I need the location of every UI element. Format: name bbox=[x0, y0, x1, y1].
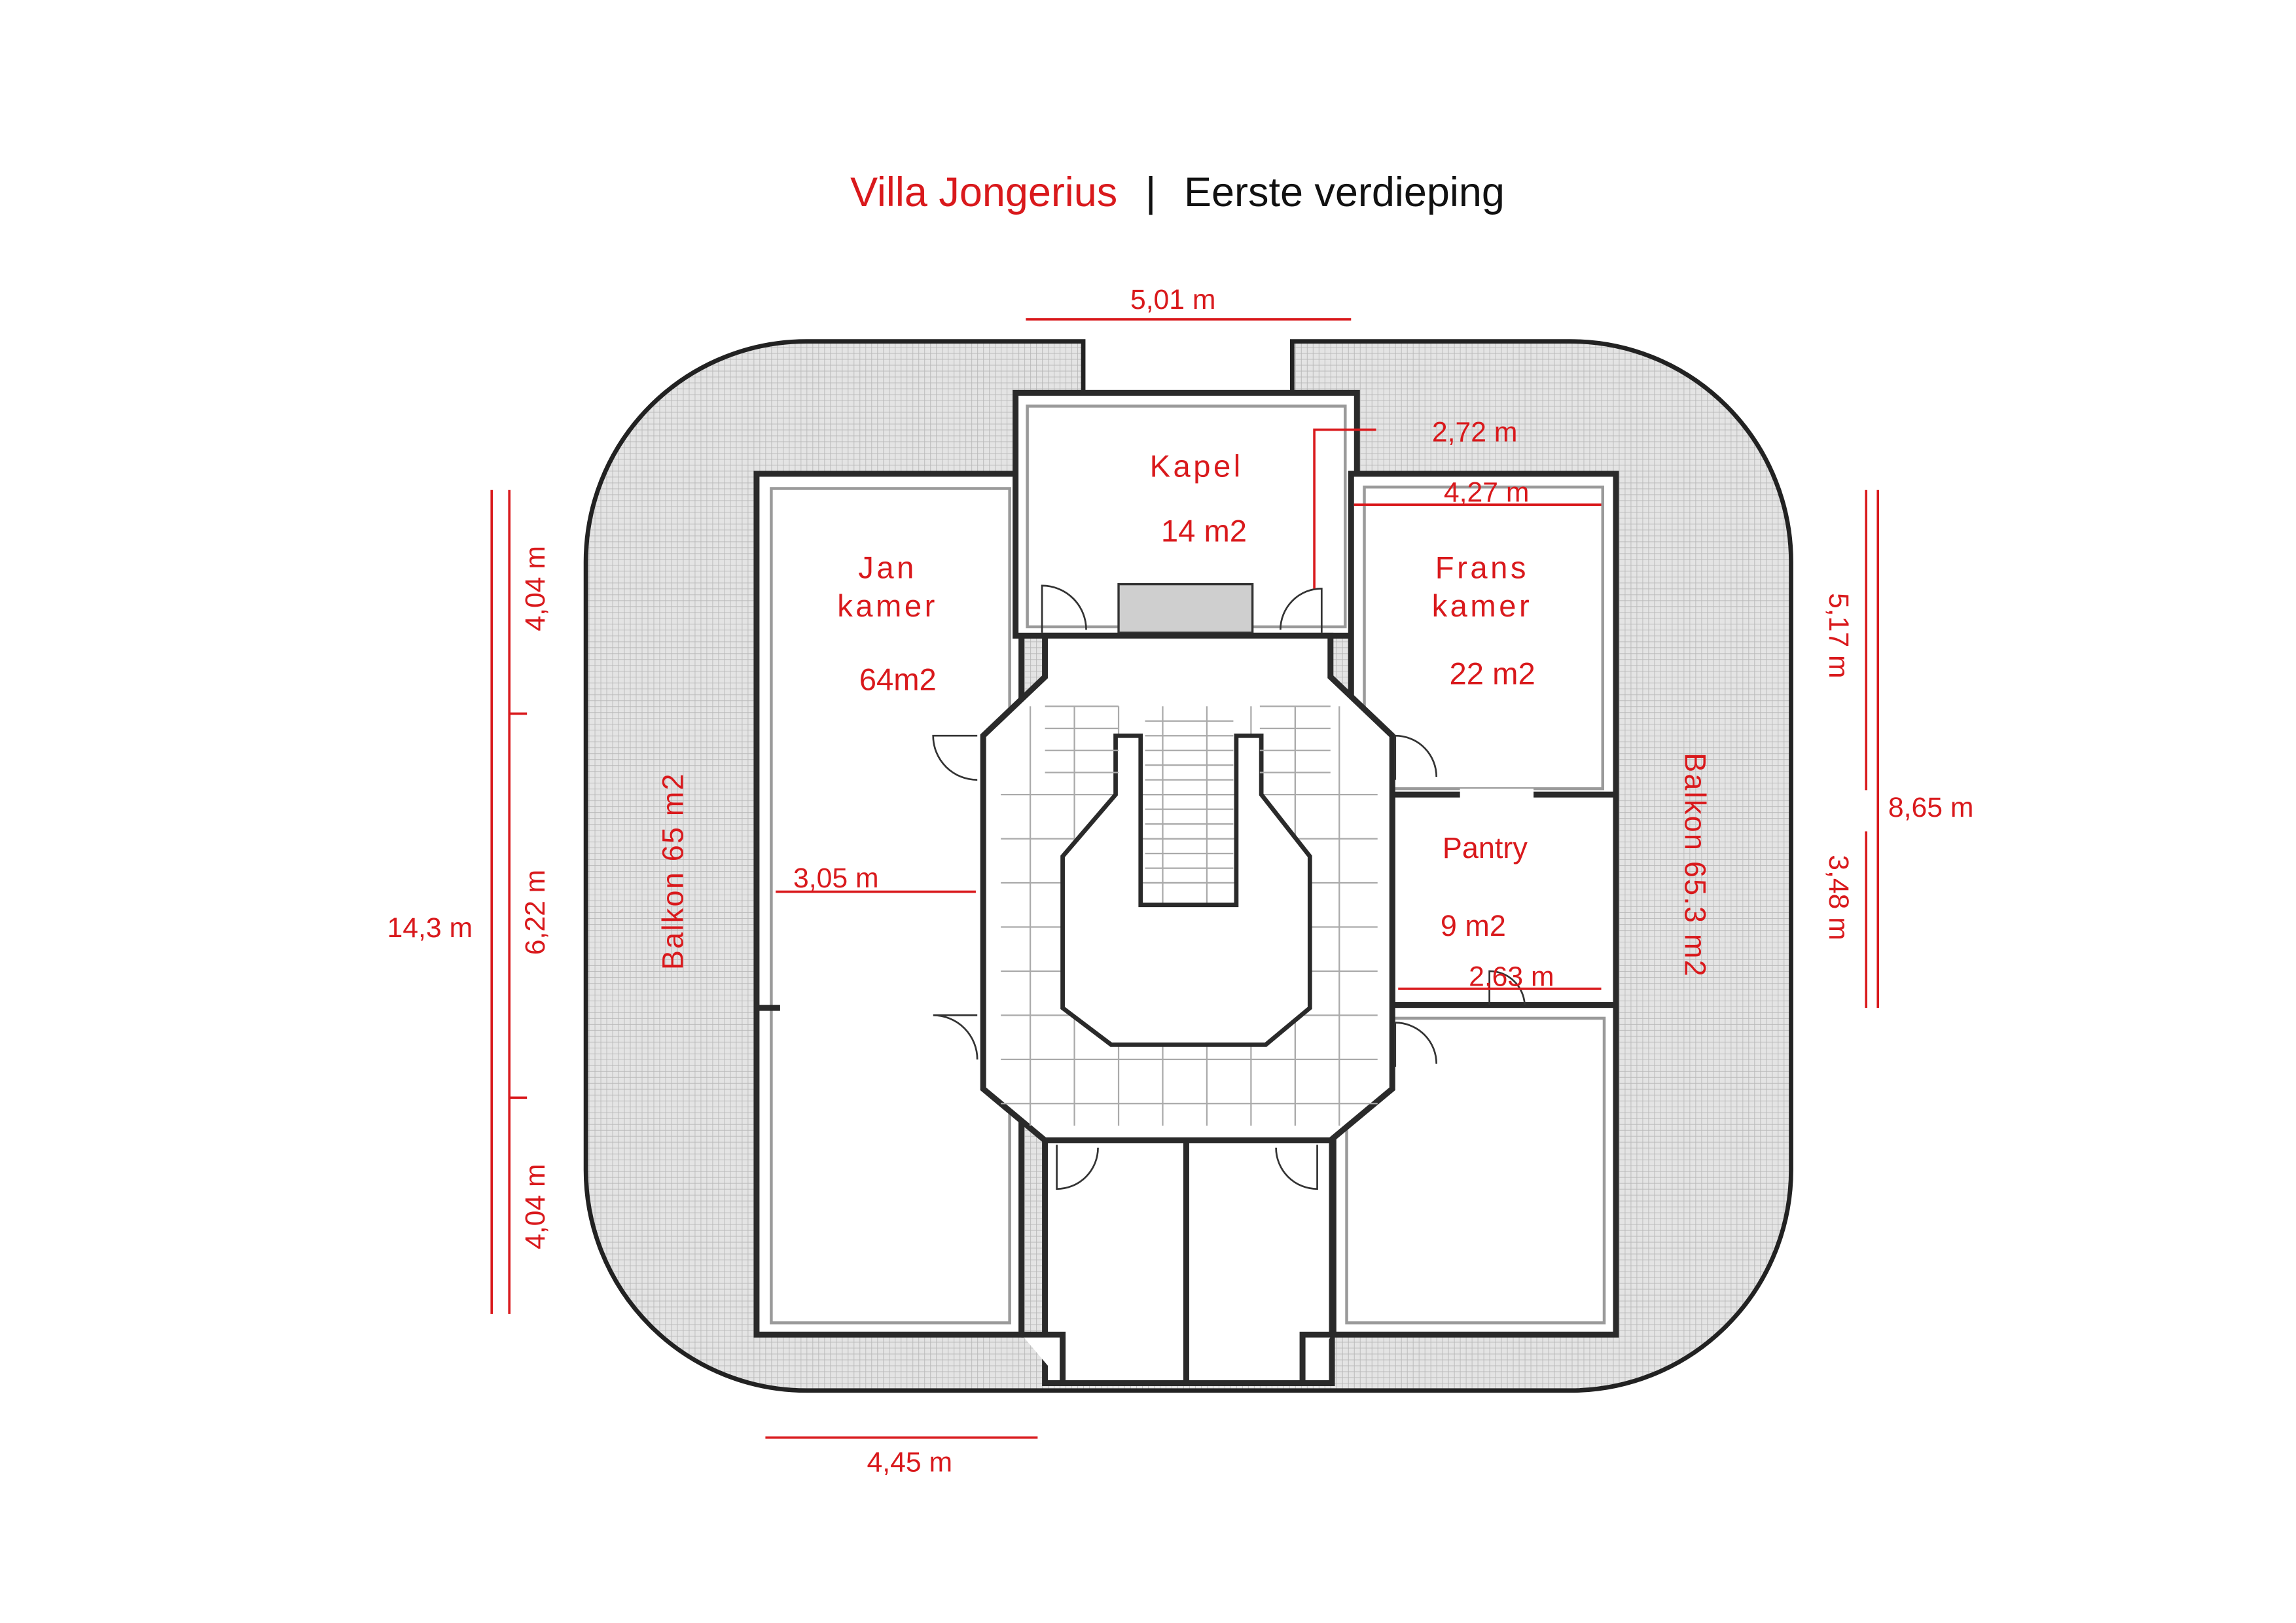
building-walls bbox=[753, 389, 1619, 1387]
room-area-kapel: 14 m2 bbox=[1161, 514, 1247, 548]
room-area-pantry: 9 m2 bbox=[1441, 909, 1506, 942]
room-jan-kamer bbox=[753, 471, 1025, 1338]
dim-top: 5,01 m bbox=[1130, 284, 1216, 315]
central-hall bbox=[980, 632, 1395, 1144]
door-icon bbox=[1041, 584, 1087, 633]
dim-right-bottom: 3,48 m bbox=[1823, 855, 1854, 940]
room-bottom-left-small bbox=[1042, 1137, 1189, 1387]
stair-core bbox=[1060, 733, 1312, 1047]
floor-name: Eerste verdieping bbox=[1184, 169, 1505, 215]
doors bbox=[932, 584, 1534, 1190]
dim-left-middle: 6,22 m bbox=[520, 870, 551, 955]
room-label-frans-line2: kamer bbox=[1432, 589, 1533, 624]
dim-jan-width: 3,05 m bbox=[793, 863, 879, 894]
door-icon bbox=[1275, 1145, 1318, 1190]
title: Villa Jongerius | Eerste verdieping bbox=[850, 169, 1505, 215]
balcony-label-right: Balkon 65.3 m2 bbox=[1679, 753, 1712, 978]
dimension-lines bbox=[490, 318, 1880, 1439]
dim-left-top: 4,04 m bbox=[520, 546, 551, 632]
room-area-jan: 64m2 bbox=[859, 663, 937, 698]
altar bbox=[1117, 582, 1254, 634]
room-label-jan-line1: Jan bbox=[858, 551, 917, 586]
room-label-pantry: Pantry bbox=[1443, 831, 1528, 865]
room-label-frans-line1: Frans bbox=[1435, 551, 1529, 586]
stair-steps bbox=[1045, 705, 1331, 884]
door-icon bbox=[1394, 1022, 1438, 1067]
room-label-kapel: Kapel bbox=[1150, 449, 1244, 484]
door-icon bbox=[1394, 734, 1438, 780]
room-area-frans: 22 m2 bbox=[1450, 657, 1535, 692]
dim-frans-width: 4,27 m bbox=[1444, 477, 1530, 508]
door-icon bbox=[932, 734, 978, 781]
door-icon bbox=[1280, 588, 1323, 633]
door-icon bbox=[1056, 1145, 1099, 1190]
balcony-label-left: Balkon 65 m2 bbox=[656, 772, 690, 970]
dim-left-total: 14,3 m bbox=[387, 912, 473, 944]
room-label-jan-line2: kamer bbox=[837, 589, 938, 624]
dim-kapel-depth: 2,72 m bbox=[1432, 417, 1518, 448]
door-icon bbox=[1488, 970, 1526, 1005]
dim-right-top: 5,17 m bbox=[1823, 593, 1854, 679]
dim-bottom: 4,45 m bbox=[867, 1446, 952, 1478]
dim-right-total: 8,65 m bbox=[1888, 792, 1974, 823]
dim-pantry-width: 2,63 m bbox=[1469, 961, 1554, 992]
project-name: Villa Jongerius bbox=[850, 169, 1117, 215]
door-icon bbox=[933, 1014, 978, 1060]
dim-left-bottom: 4,04 m bbox=[520, 1164, 551, 1249]
title-separator: | bbox=[1145, 169, 1156, 215]
